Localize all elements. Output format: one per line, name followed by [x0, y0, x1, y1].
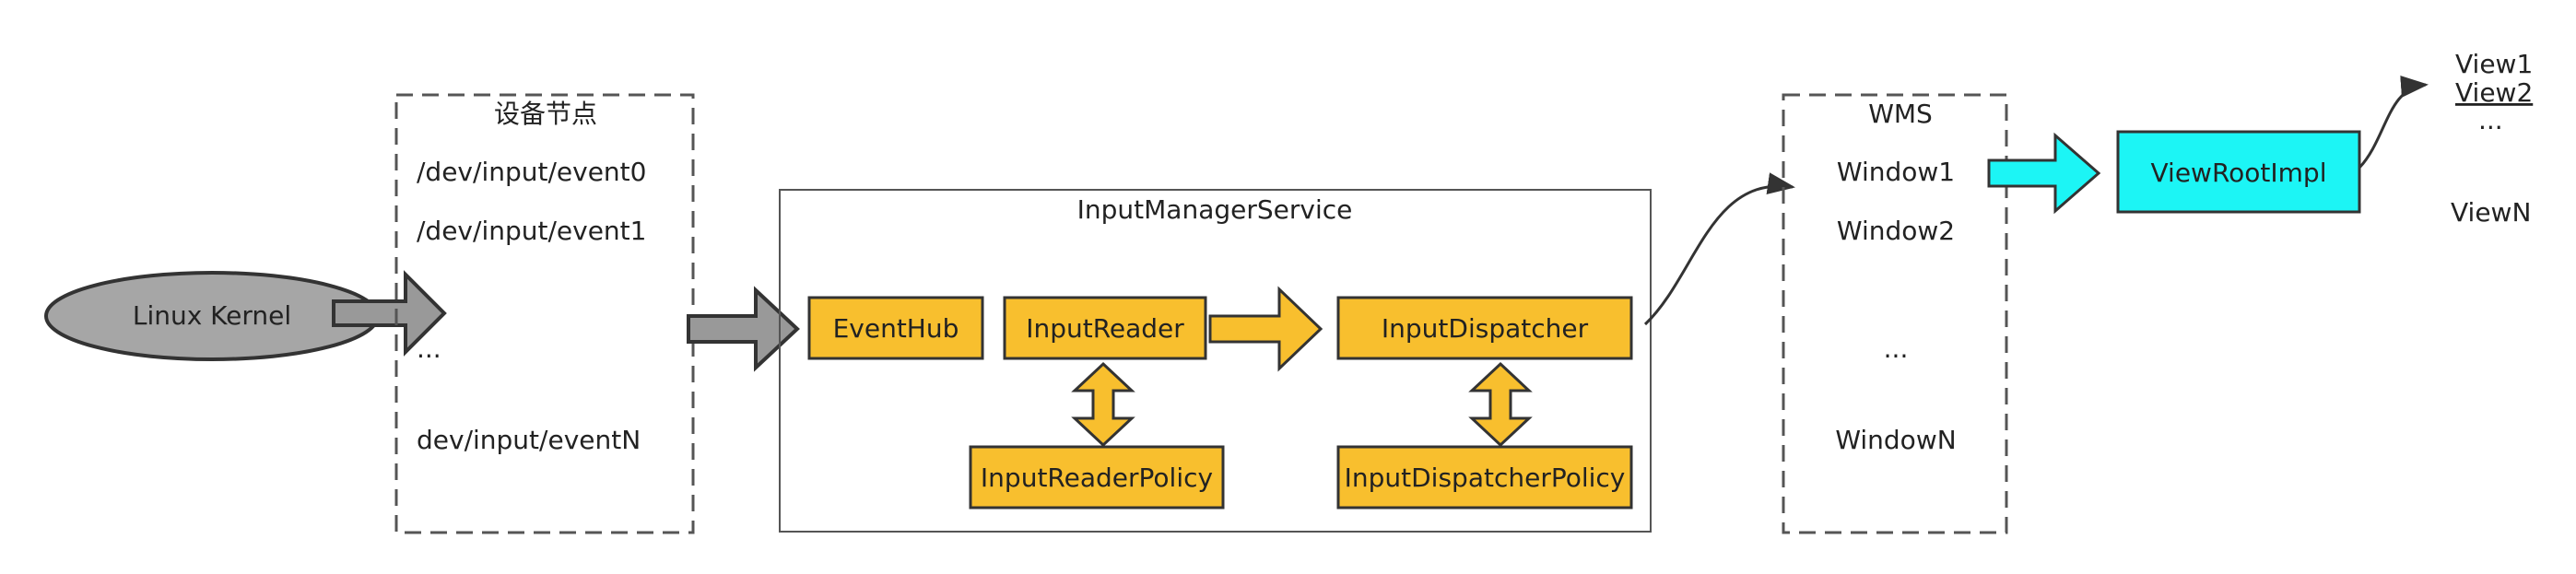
inputdispatcherpolicy-node [1336, 445, 1633, 510]
view-item: View2 [2455, 77, 2533, 108]
reader-policy-double-arrow [1071, 361, 1135, 448]
input-manager-service-box [779, 189, 1652, 533]
inputreaderpolicy-label: InputReaderPolicy [981, 463, 1213, 493]
device-node-item: dev/input/eventN [417, 425, 641, 455]
view-item: ... [2478, 105, 2503, 135]
dispatcher-to-wms-connector [1643, 172, 1795, 326]
wms-window-item: ... [1884, 334, 1909, 364]
viewrootimpl-node [2116, 130, 2361, 214]
wms-window-item: WindowN [1835, 425, 1956, 455]
linux-kernel-label: Linux Kernel [133, 300, 291, 331]
inputdispatcherpolicy-label: InputDispatcherPolicy [1345, 463, 1626, 493]
eventhub-node [807, 296, 984, 360]
nodes-to-eventhub-arrow [687, 286, 800, 372]
inputreader-node [1003, 296, 1207, 360]
inputdispatcher-node [1336, 296, 1633, 360]
device-nodes-title: 设备节点 [494, 99, 597, 129]
dispatcher-policy-double-arrow [1468, 361, 1533, 448]
inputreader-label: InputReader [1026, 313, 1184, 344]
input-manager-service-title: InputManagerService [1077, 194, 1353, 225]
device-node-item: /dev/input/event0 [417, 157, 646, 187]
view-item: ViewN [2451, 197, 2531, 228]
view-item: View1 [2455, 49, 2533, 79]
inputreaderpolicy-node [969, 445, 1225, 510]
inputdispatcher-label: InputDispatcher [1382, 313, 1589, 344]
wms-box [1782, 93, 2008, 534]
device-node-item: ... [417, 334, 441, 364]
wms-window-item: Window2 [1837, 216, 1955, 246]
device-nodes-box [394, 93, 695, 534]
wms-title: WMS [1868, 99, 1933, 129]
kernel-to-nodes-arrow [332, 270, 447, 357]
viewrootimpl-label: ViewRootImpl [2151, 158, 2327, 188]
device-node-item: /dev/input/event1 [417, 216, 646, 246]
wms-to-viewroot-arrow [1987, 132, 2101, 215]
eventhub-label: EventHub [833, 313, 959, 344]
viewroot-to-views-connector [2358, 75, 2429, 170]
reader-to-dispatcher-arrow [1208, 286, 1323, 372]
wms-window-item: Window1 [1837, 157, 1955, 187]
